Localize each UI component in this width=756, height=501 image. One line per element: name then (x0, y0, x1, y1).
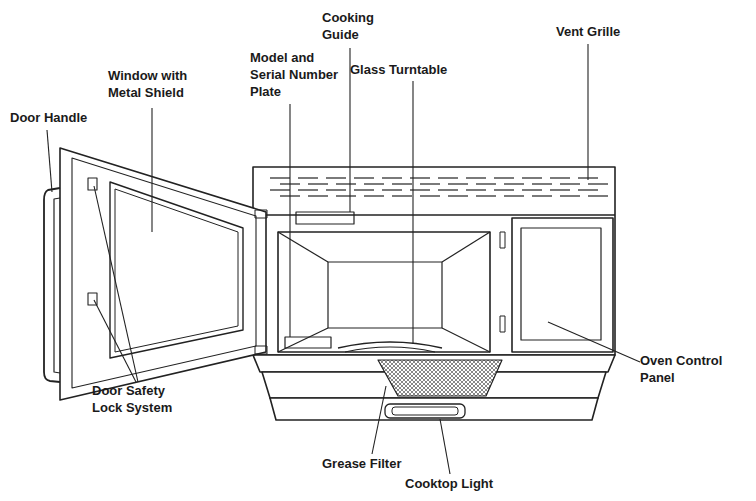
part-label: Model and Serial Number Plate (250, 50, 342, 101)
part-label: Window with Metal Shield (108, 68, 210, 102)
part-label: Door Safety Lock System (92, 383, 192, 417)
part-label: Grease Filter (322, 456, 402, 473)
part-label: Oven Control Panel (640, 353, 744, 387)
part-label: Glass Turntable (350, 62, 447, 79)
part-label: Cooking Guide (322, 10, 388, 44)
part-label: Door Handle (10, 110, 87, 127)
part-label: Cooktop Light (405, 476, 493, 493)
leader-lines (47, 44, 640, 474)
part-label: Vent Grille (556, 24, 620, 41)
